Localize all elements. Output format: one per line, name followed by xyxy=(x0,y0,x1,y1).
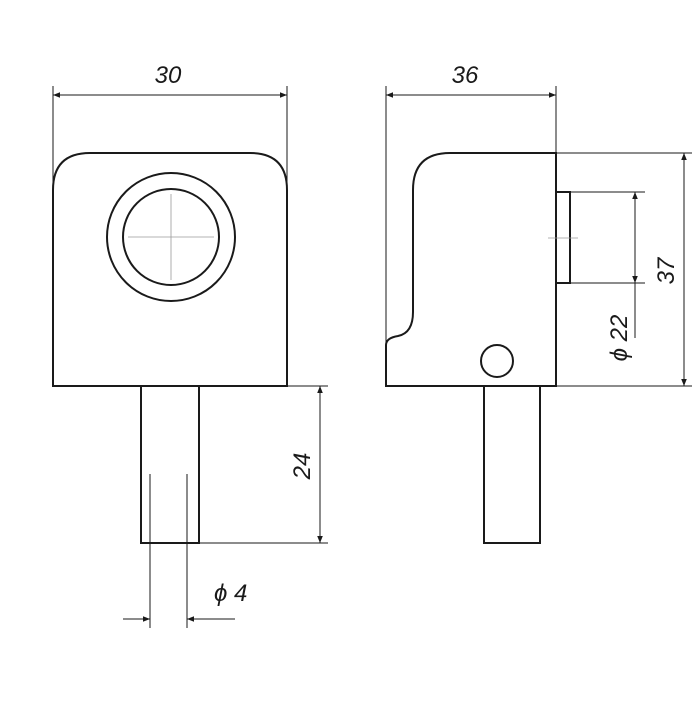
dimension-side-width-label: 36 xyxy=(452,62,479,89)
dimension-height-label: 37 xyxy=(653,256,680,284)
dimension-front-width-label: 30 xyxy=(155,62,182,89)
dimension-pin-diameter-label: ϕ 4 xyxy=(214,580,247,607)
front-pin xyxy=(140,385,200,544)
front-view xyxy=(52,152,288,544)
side-pin xyxy=(483,385,541,544)
dimension-pin-length: 24 xyxy=(199,385,328,544)
side-view xyxy=(385,152,578,544)
side-flange xyxy=(555,191,571,284)
dimension-pin-length-label: 24 xyxy=(289,453,316,481)
side-body xyxy=(385,152,557,387)
dimension-front-width: 30 xyxy=(52,62,288,190)
dimension-side-width: 36 xyxy=(385,62,557,345)
dimension-hole-diameter: ϕ 22 xyxy=(570,191,645,362)
side-pin-hole xyxy=(480,344,514,378)
dimension-pin-diameter: ϕ 4 xyxy=(123,543,247,628)
dimension-height: 37 xyxy=(556,152,692,387)
dimension-hole-diameter-label: ϕ 22 xyxy=(606,315,633,362)
